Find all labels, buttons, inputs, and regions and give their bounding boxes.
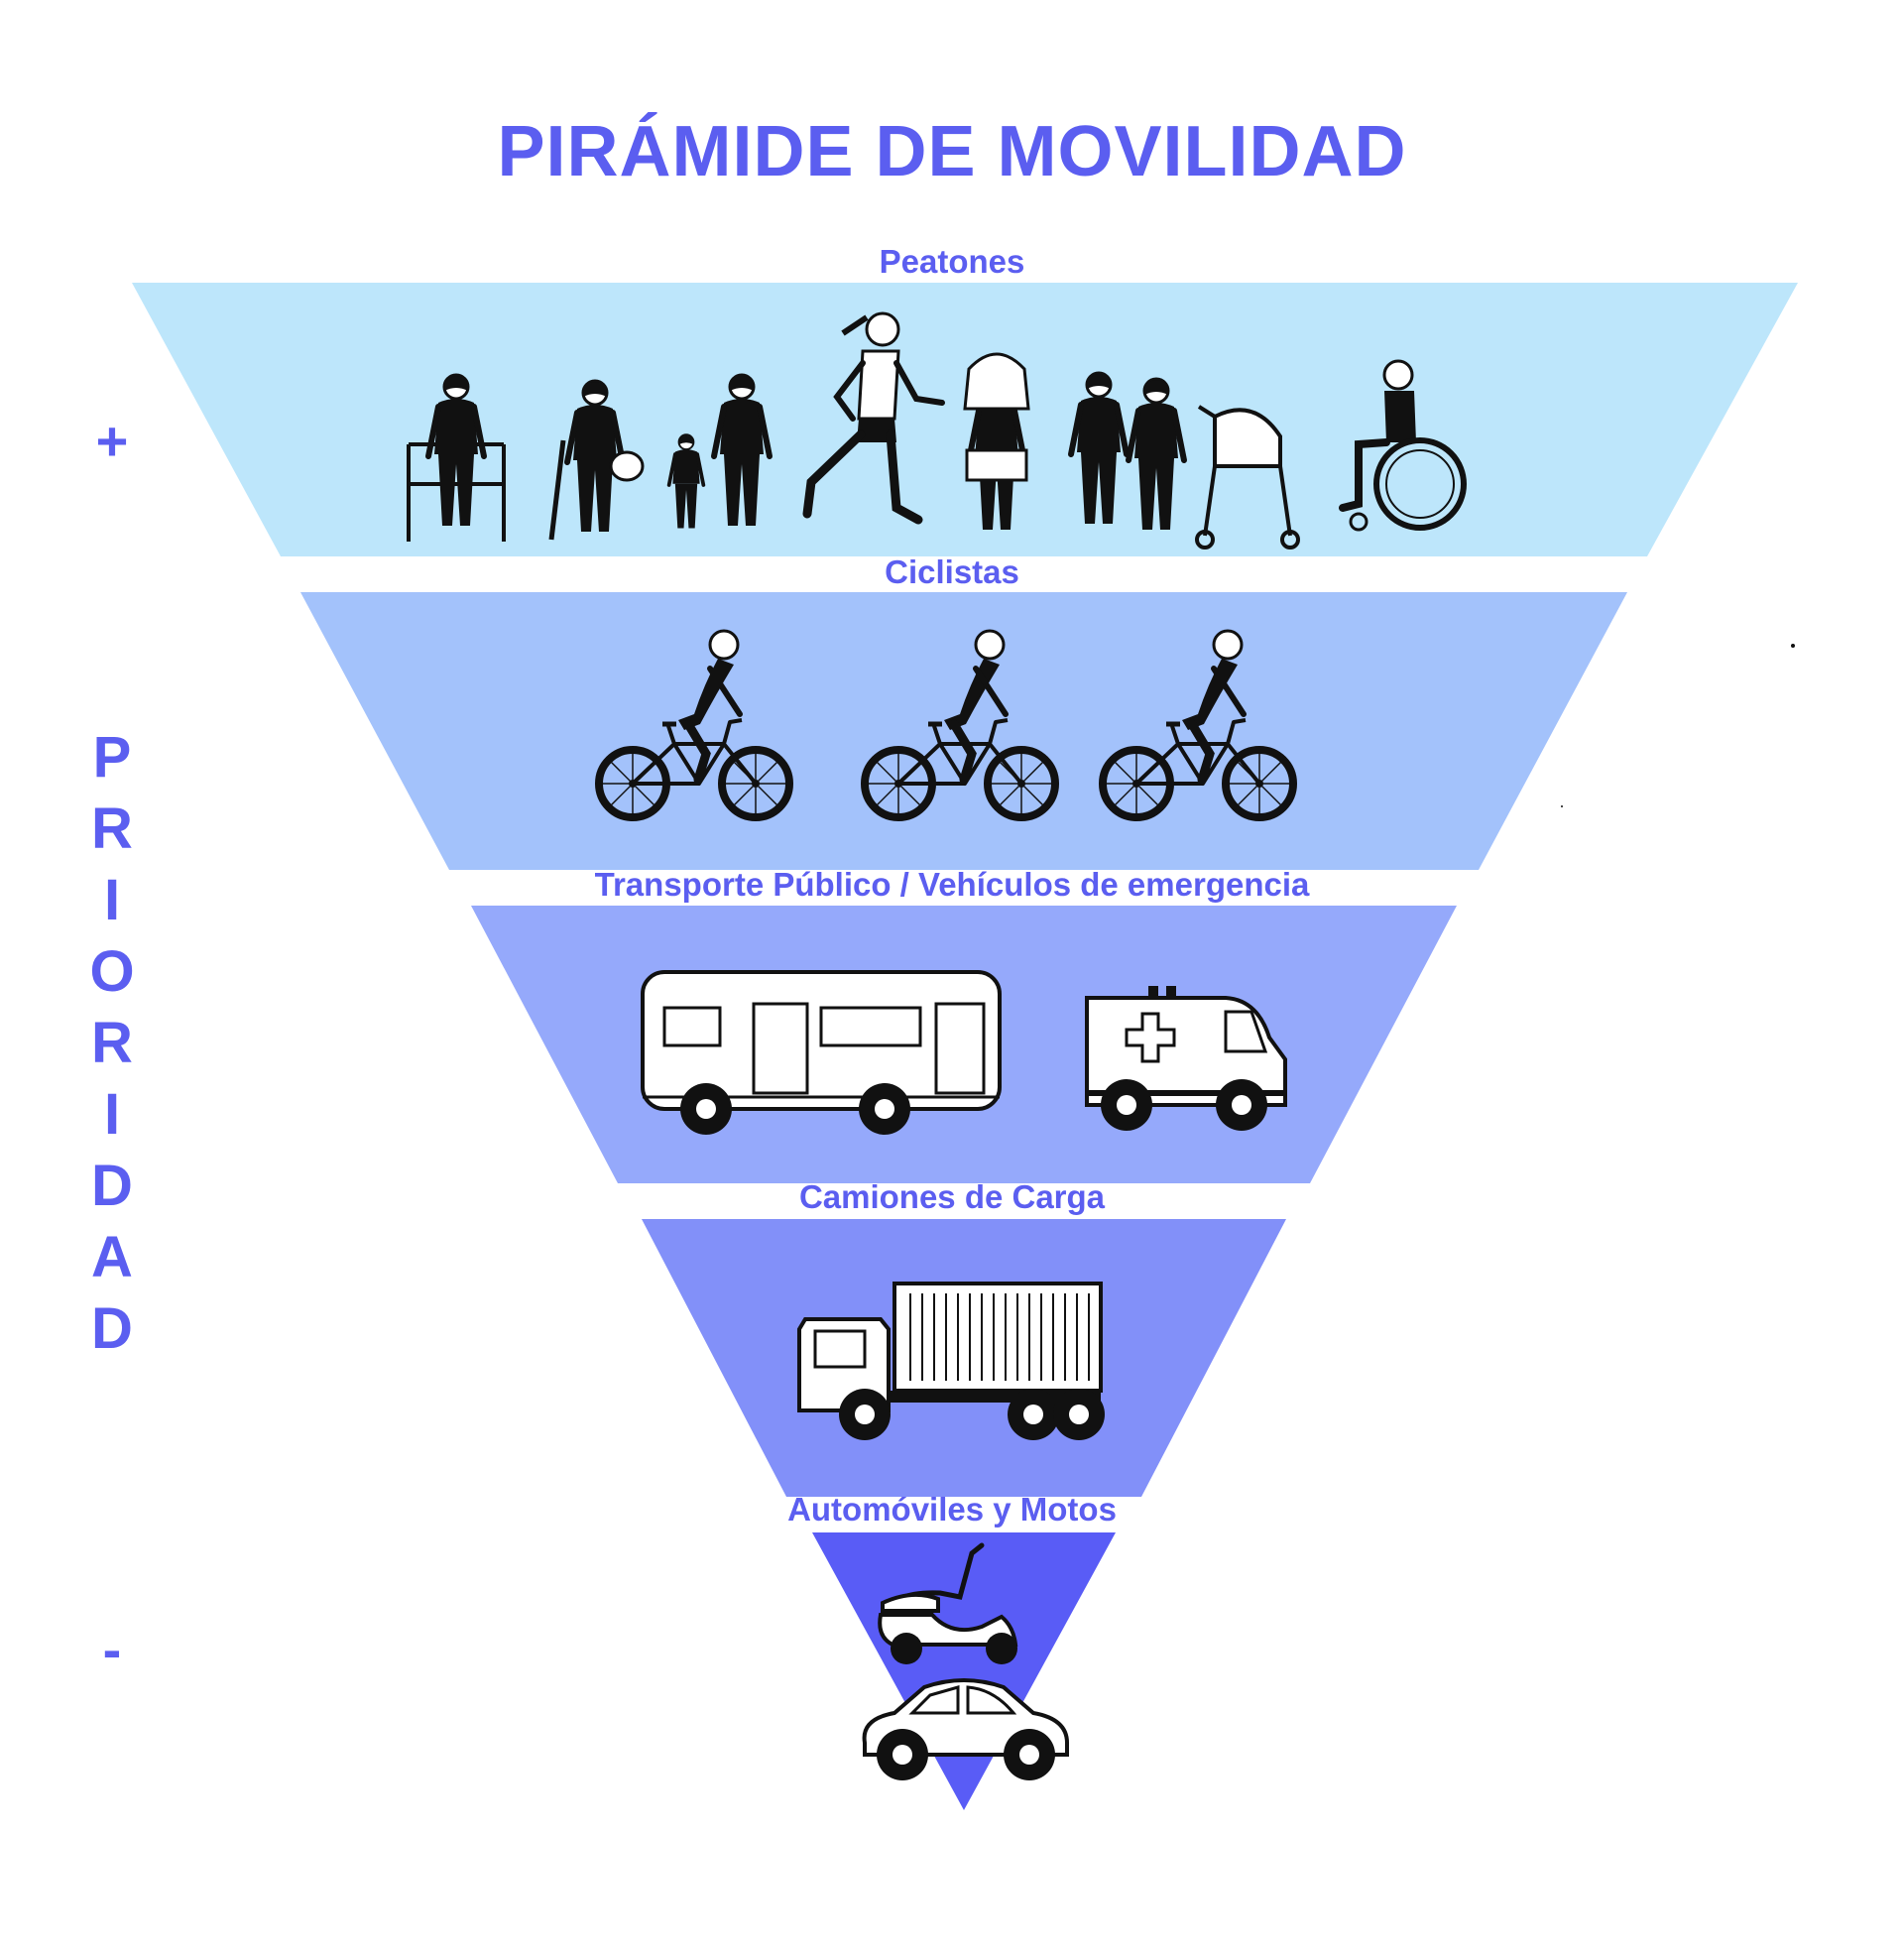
tier-label-peatones: Peatones [879, 243, 1025, 280]
cargo-truck-icon [797, 1282, 1105, 1440]
axis-letter: R [91, 796, 133, 861]
ambulance-icon [1085, 986, 1287, 1131]
axis-letter: D [91, 1296, 133, 1361]
walker-elderly-icon [407, 375, 506, 542]
runner-icon [802, 311, 945, 525]
axis-letter: I [103, 868, 121, 932]
axis-letter: O [89, 939, 135, 1004]
tier-label-automoviles: Automóviles y Motos [787, 1491, 1117, 1528]
page-title: PIRÁMIDE DE MOVILIDAD [497, 112, 1407, 191]
tier-label-camiones: Camiones de Carga [798, 1178, 1106, 1215]
car-icon [862, 1678, 1069, 1780]
tier-label-ciclistas: Ciclistas [885, 553, 1019, 590]
tier-label-transporte-publico: Transporte Público / Vehículos de emerge… [594, 866, 1310, 903]
speck [1561, 805, 1563, 807]
tier-band-ciclistas [300, 592, 1627, 870]
speck [1791, 644, 1795, 648]
wheelchair-icon [1339, 359, 1467, 532]
cane-elderly-icon [548, 381, 645, 541]
stroller-icon [1195, 405, 1300, 550]
axis-letter: A [91, 1225, 133, 1289]
axis-letter: D [91, 1154, 133, 1218]
phone-walker-icon [963, 352, 1030, 530]
bus-icon [641, 970, 1002, 1135]
axis-top-sign: + [95, 410, 129, 472]
axis-bottom-sign: - [102, 1618, 122, 1680]
axis-letter: R [91, 1011, 133, 1075]
scooter-icon [878, 1542, 1018, 1664]
tier-band-peatones [132, 283, 1798, 556]
pedestrian-icons [407, 311, 1467, 550]
axis-letter: I [103, 1082, 121, 1147]
axis-letter: P [92, 725, 132, 790]
